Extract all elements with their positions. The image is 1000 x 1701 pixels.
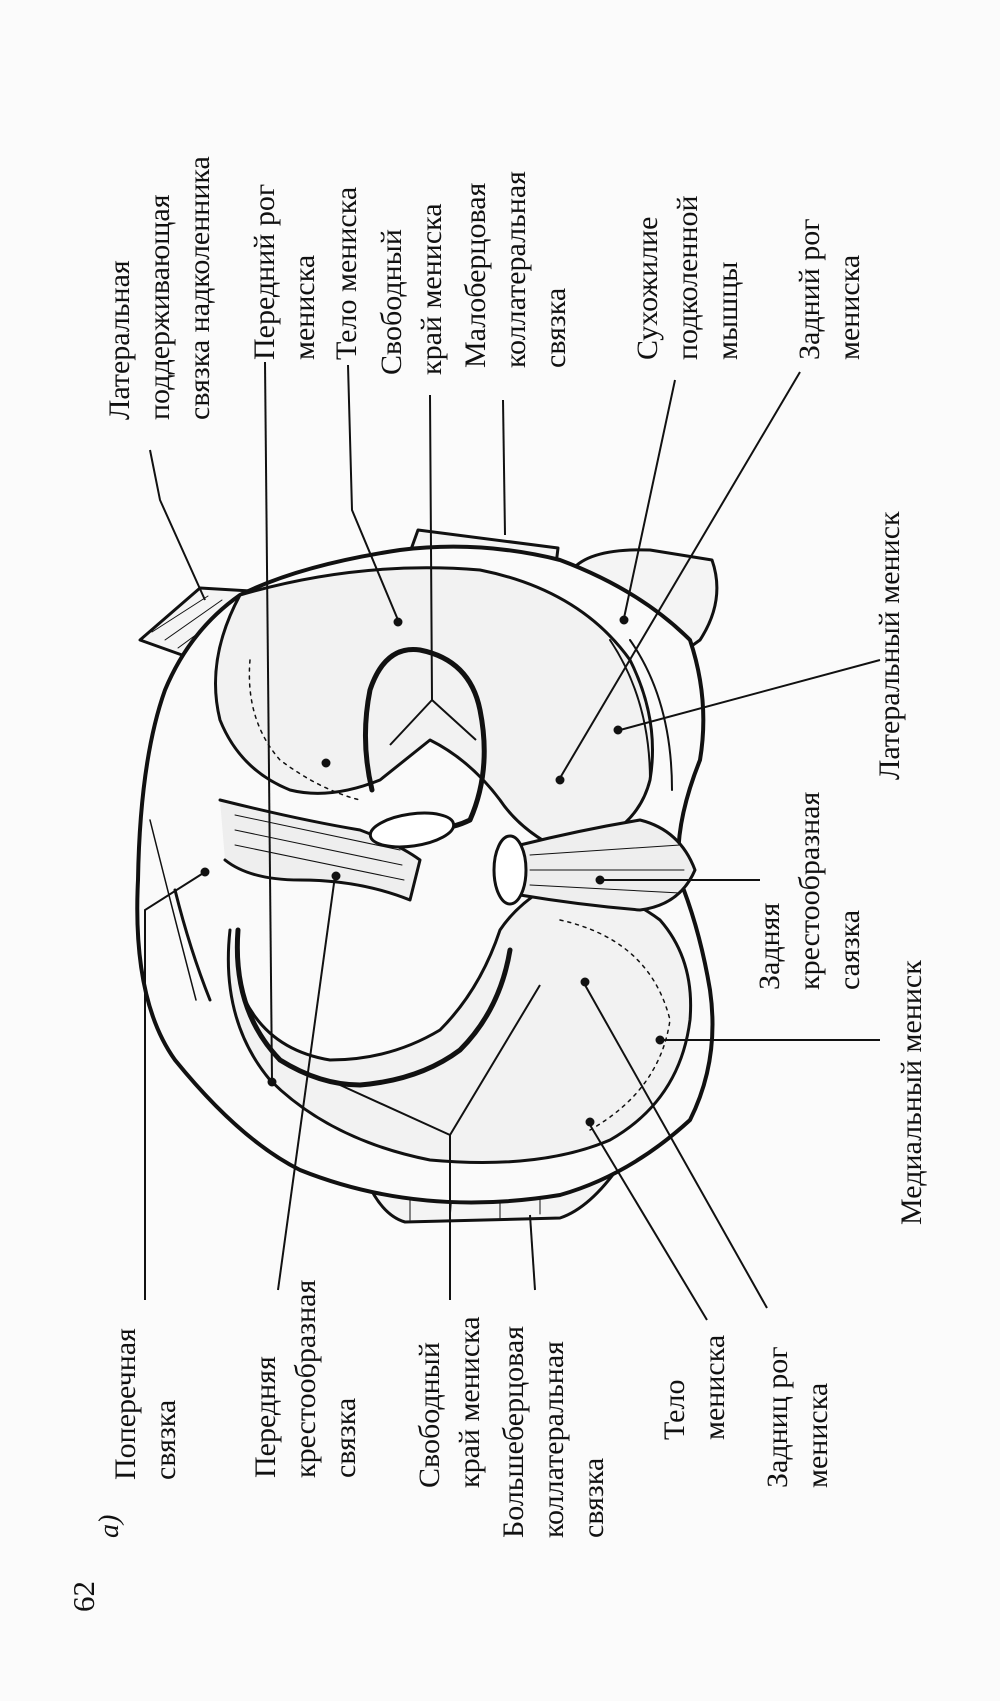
label-line: крестообразная (289, 1279, 322, 1478)
leader-free-edge-med (339, 984, 541, 1300)
dot-medial-meniscus (655, 1035, 665, 1045)
page-number: 62 (66, 1581, 101, 1612)
label-line: коллатеральная (537, 1341, 570, 1538)
label-lateral-retinaculum: Латеральная поддерживающая связка надкол… (100, 156, 220, 420)
label-anterior-cruciate: Передняя крестообразная связка (246, 1280, 366, 1478)
leader-body-med (589, 1124, 708, 1321)
dot-transverse (200, 867, 210, 877)
label-line: мениска (698, 1334, 731, 1440)
dot-posterior-cruciate (595, 875, 605, 885)
transverse-ligament (173, 888, 212, 1002)
leader-lateral-meniscus (619, 659, 881, 731)
label-line: мениска (801, 1382, 834, 1488)
label-line: Большеберцовая (497, 1325, 530, 1538)
acl-stump (368, 811, 456, 849)
label-line: поддерживающая (143, 194, 176, 420)
leader-anterior-cruciate (277, 875, 336, 1291)
leader-popliteus (623, 379, 676, 619)
medial-meniscus-free-edge (234, 927, 513, 1088)
dot-ant-horn-lat (321, 758, 331, 768)
label-line: подколенной (671, 195, 704, 360)
label-line: Задниц рог (761, 1346, 794, 1488)
label-fibular-collateral: Малоберцовая коллатеральная связка (456, 171, 576, 368)
dot-body-med (585, 1117, 595, 1127)
label-line: Поперечная (109, 1328, 142, 1480)
label-line: связка (329, 1397, 362, 1478)
dot-anterior-cruciate (331, 871, 341, 881)
lateral-meniscus-free-edge (362, 647, 487, 831)
label-free-edge-lat: Свободный край мениска (372, 203, 452, 375)
label-line: Свободный (413, 1342, 446, 1488)
leader-transverse (144, 871, 206, 1300)
pcl-stump (492, 834, 528, 906)
label-line: Сухожилие (631, 216, 664, 361)
label-line: связка (539, 287, 572, 368)
leader-fibular-collateral (502, 399, 506, 536)
label-line: Латеральная (103, 260, 136, 420)
label-body-med: Тело мениска (655, 1335, 735, 1440)
dot-post-horn-med (580, 977, 590, 987)
label-line: саязка (833, 909, 866, 990)
medial-meniscus-shape (226, 878, 693, 1164)
dot-lateral-meniscus (613, 725, 623, 735)
label-line: Малоберцовая (459, 182, 492, 368)
label-post-horn-med: Задниц рог мениска (758, 1346, 838, 1488)
label-line: Передняя (249, 1356, 282, 1478)
label-line: мениска (288, 254, 321, 360)
leader-lateral-retinaculum (149, 449, 206, 601)
label-line: Латеральный мениск (873, 511, 906, 780)
panel-letter: а) (94, 1514, 125, 1538)
label-line: связка (149, 1399, 182, 1480)
leader-tibial-collateral (529, 1214, 536, 1291)
label-line: мышцы (711, 261, 744, 360)
label-line: крестообразная (793, 791, 826, 990)
label-line: Задняя (753, 902, 786, 990)
label-medial-meniscus: Медиальный мениск (892, 960, 932, 1225)
dot-post-horn-lat (555, 775, 565, 785)
label-post-horn-lat: Задний рог мениска (790, 218, 870, 360)
leader-post-horn-med (584, 984, 768, 1309)
label-line: Задний рог (793, 218, 826, 360)
label-transverse: Поперечная связка (106, 1328, 186, 1480)
label-body-lat: Тело мениска (327, 187, 367, 360)
label-ant-horn-lat: Передний рог мениска (245, 184, 325, 360)
label-line: связка надколенника (183, 156, 216, 420)
dot-popliteus (619, 615, 629, 625)
label-line: мениска (833, 254, 866, 360)
label-line: Медиальный мениск (895, 960, 928, 1225)
dot-body-lat (393, 617, 403, 627)
label-line: край мениска (453, 1316, 486, 1488)
label-line: край мениска (415, 203, 448, 375)
label-line: связка (577, 1457, 610, 1538)
label-free-edge-med: Свободный край мениска (410, 1316, 490, 1488)
leader-ant-horn-lat (264, 361, 273, 1081)
leader-body-lat (347, 364, 399, 621)
label-popliteus-tendon: Сухожилие подколенной мышцы (628, 195, 748, 360)
dot-ant-horn-med (267, 1077, 277, 1087)
label-line: Тело (658, 1379, 691, 1440)
leader-post-horn-lat (559, 371, 801, 779)
label-line: Свободный (375, 229, 408, 375)
posterior-cruciate-band (518, 818, 697, 912)
label-lateral-meniscus: Латеральный мениск (870, 511, 910, 780)
label-posterior-cruciate: Задняя крестообразная саязка (750, 792, 870, 990)
label-line: Тело мениска (330, 186, 363, 360)
label-line: коллатеральная (499, 171, 532, 368)
leader-free-edge-lat (389, 394, 477, 746)
label-line: Передний рог (248, 183, 281, 360)
label-tibial-collateral: Большеберцовая коллатеральная связка (494, 1326, 614, 1538)
